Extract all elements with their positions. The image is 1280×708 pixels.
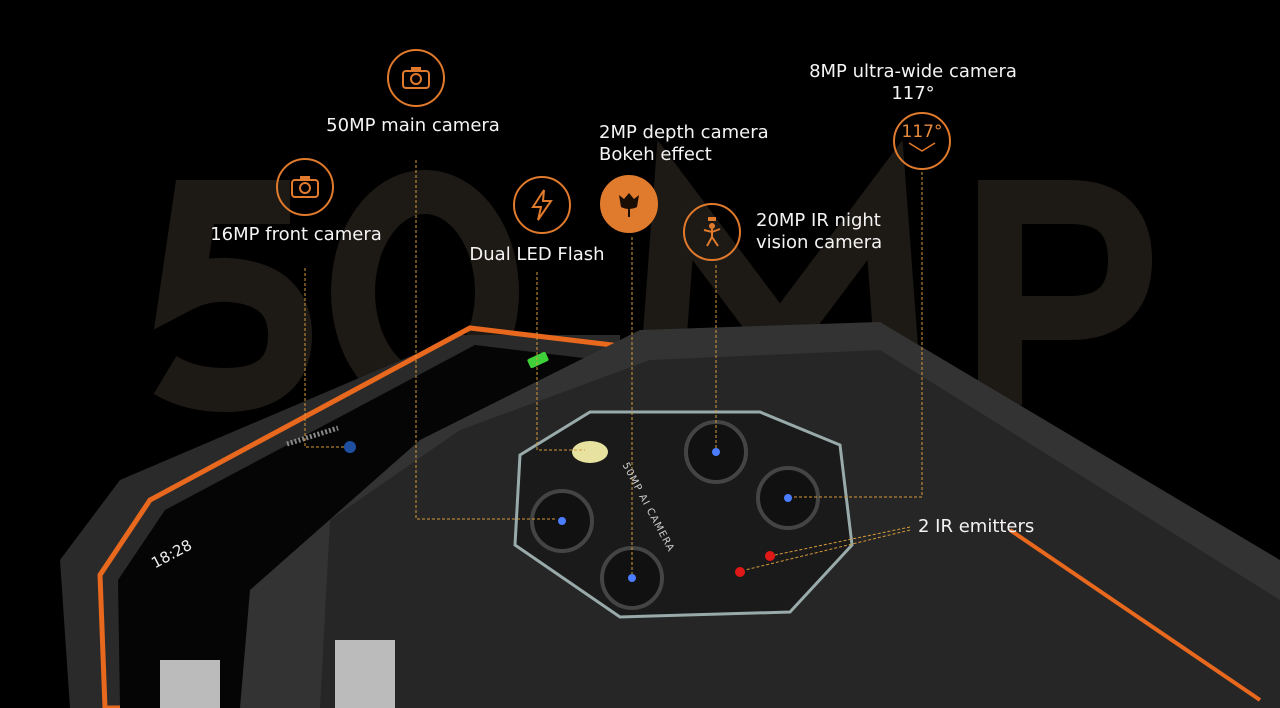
label-ultrawide-camera: 8MP ultra-wide camera 117°: [809, 61, 1017, 105]
side-button-mid: [335, 640, 395, 708]
ultrawide-badge-text: 117°: [901, 122, 943, 142]
camera-module: [513, 410, 854, 619]
label-main-camera: 50MP main camera: [326, 115, 500, 136]
tulip-bokeh-icon: [600, 175, 658, 233]
earpiece: [286, 425, 339, 447]
led-flash: [572, 441, 608, 463]
label-depth-camera: 2MP depth camera Bokeh effect: [599, 122, 769, 166]
ultrawide-117-icon: 117°: [893, 112, 951, 170]
orange-side-stripe: [1008, 528, 1262, 702]
label-ir-line2: vision camera: [756, 232, 883, 253]
ir-emitter-2: [765, 551, 775, 561]
battery-icon: [527, 351, 549, 369]
side-button-left: [160, 660, 220, 708]
label-ir-night-camera: 20MP IR night vision camera: [756, 210, 882, 254]
front-camera-icon: [276, 158, 334, 216]
flash-icon: [513, 176, 571, 234]
label-depth-line2: Bokeh effect: [599, 144, 712, 165]
label-ultrawide-line1: 8MP ultra-wide camera: [809, 61, 1017, 82]
leader-lines: [304, 160, 923, 574]
label-ultrawide-line2: 117°: [891, 83, 935, 104]
ir-emitter-1: [735, 567, 745, 577]
label-flash: Dual LED Flash: [469, 244, 605, 265]
front-camera-lens: [344, 441, 356, 453]
label-depth-line1: 2MP depth camera: [599, 122, 769, 143]
label-ir-emitters: 2 IR emitters: [918, 516, 1035, 537]
label-front-camera: 16MP front camera: [210, 224, 382, 245]
front-phone-bezel: [97, 325, 615, 708]
label-ir-line1: 20MP IR night: [756, 210, 881, 231]
camera-icon: [387, 49, 445, 107]
camera-lenses: [530, 420, 820, 610]
night-vision-icon: [683, 203, 741, 261]
